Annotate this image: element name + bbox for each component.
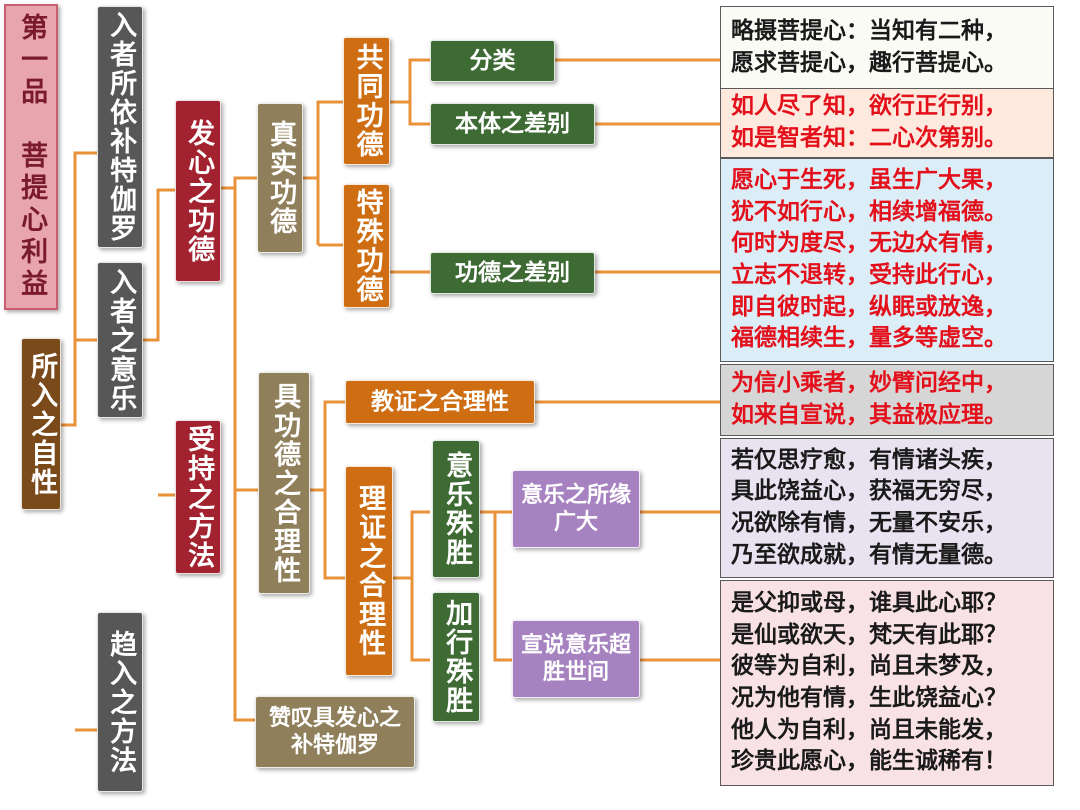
verse-box-ruren: 如人尽了知，欲行正行别， 如是智者知：二心次第别。	[720, 88, 1054, 158]
node-zhenshi-gongde: 真实功德	[257, 103, 303, 253]
node-quru-fangfa: 趋入之方法	[97, 612, 143, 792]
verse-text: 略摄菩提心：当知有二种， 愿求菩提心，趣行菩提心。	[731, 18, 1007, 76]
node-yile-suoyuan: 意乐之所缘广大	[512, 470, 640, 548]
connector-faxin	[220, 176, 258, 722]
verse-box-xinxiaosheng: 为信小乘者，妙臂问经中， 如来自宣说，其益极应理。	[720, 364, 1054, 436]
node-ruzhe-yile: 入者之意乐	[97, 262, 143, 418]
node-teshu-gongde: 特殊功德	[343, 184, 390, 308]
chapter-title: 第一品 菩提心利益	[4, 4, 58, 310]
verse-text: 如人尽了知，欲行正行别， 如是智者知：二心次第别。	[731, 93, 1007, 151]
node-suoru-zixing: 所入之自性	[21, 338, 61, 510]
connector-gongtong	[390, 58, 430, 126]
verse-text: 为信小乘者，妙臂问经中， 如来自宣说，其益极应理。	[731, 370, 1007, 428]
verse-box-yuanxin: 愿心于生死，虽生广大果， 犹不如行心，相续增福德。 何时为度尽，无边众有情， 立…	[720, 158, 1054, 362]
node-xuanshuo-yile: 宣说意乐超胜世间	[512, 620, 640, 698]
node-fenlei: 分类	[430, 40, 555, 82]
node-benti-chabie: 本体之差别	[430, 103, 595, 145]
connector-lizheng	[393, 510, 430, 662]
node-shouchi-fangfa: 受持之方法	[175, 420, 221, 574]
node-gongde-chabie: 功德之差别	[430, 252, 595, 294]
node-lizheng-helixing: 理证之合理性	[345, 466, 393, 676]
verse-text: 是父抑或母，谁具此心耶？ 是仙或欲天，梵天有此耶？ 彼等为自利，尚且未梦及， 况…	[731, 589, 1007, 775]
verse-box-ruojin: 若仅思疗愈，有情诸头疾， 具此饶益心，获福无穷尽， 况欲除有情，无量不安乐， 乃…	[720, 438, 1054, 578]
connector-jugongde	[310, 400, 345, 580]
connector-yile	[143, 188, 175, 497]
node-jiaozheng-helixing: 教证之合理性	[345, 380, 535, 424]
node-zantan: 赞叹具发心之补特伽罗	[255, 696, 415, 768]
connector-root	[60, 151, 97, 732]
node-faxin-gongde: 发心之功德	[175, 100, 221, 282]
verse-text: 愿心于生死，虽生广大果， 犹不如行心，相续增福德。 何时为度尽，无边众有情， 立…	[731, 166, 1007, 352]
node-ruzhe-yibu: 入者所依补特伽罗	[97, 6, 143, 248]
connector-zhenshi	[302, 100, 343, 247]
verse-box-shifu: 是父抑或母，谁具此心耶？ 是仙或欲天，梵天有此耶？ 彼等为自利，尚且未梦及， 况…	[720, 580, 1054, 786]
node-jiaxing-shusheng: 加行殊胜	[432, 592, 480, 722]
node-ju-gongde-helixing: 具功德之合理性	[258, 372, 310, 594]
node-gongtong-gongde: 共同功德	[343, 37, 390, 165]
verse-box-lueshe: 略摄菩提心：当知有二种， 愿求菩提心，趣行菩提心。	[720, 6, 1054, 90]
node-yile-shusheng: 意乐殊胜	[432, 440, 480, 578]
connector-yileshusheng	[480, 510, 512, 662]
verse-text: 若仅思疗愈，有情诸头疾， 具此饶益心，获福无穷尽， 况欲除有情，无量不安乐， 乃…	[731, 446, 1007, 568]
